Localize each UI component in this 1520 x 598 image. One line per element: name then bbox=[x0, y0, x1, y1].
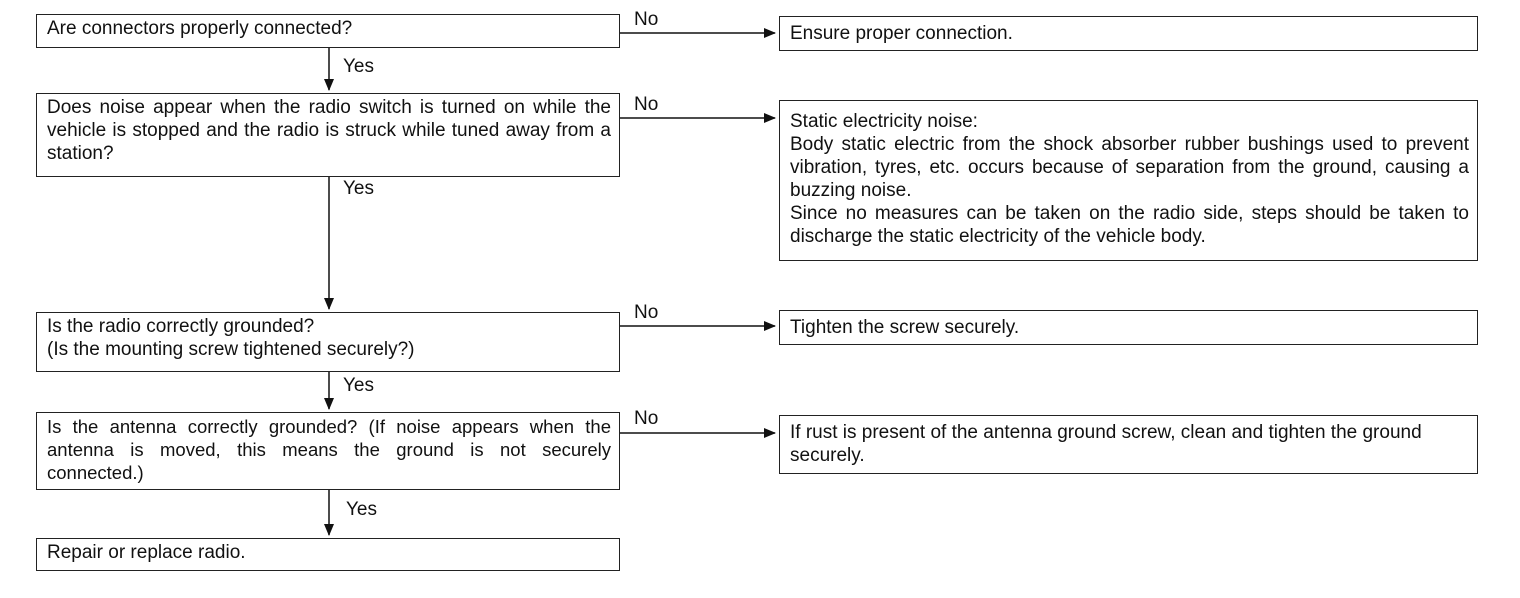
no-label-1: No bbox=[634, 9, 659, 30]
result-box-antenna-rust: If rust is present of the antenna ground… bbox=[779, 415, 1478, 474]
question-box-connectors: Are connectors properly connected? bbox=[36, 14, 620, 48]
yes-label-2: Yes bbox=[343, 178, 374, 199]
no-label-3: No bbox=[634, 302, 659, 323]
result-text-ensure-connection: Ensure proper connection. bbox=[790, 23, 1013, 44]
result-box-static-noise: Static electricity noise: Body static el… bbox=[779, 100, 1478, 261]
question-box-antenna-ground: Is the antenna correctly grounded? (If n… bbox=[36, 412, 620, 490]
question-text-connectors: Are connectors properly connected? bbox=[47, 18, 353, 39]
question-text-antenna-ground: Is the antenna correctly grounded? (If n… bbox=[47, 416, 611, 483]
no-label-4: No bbox=[634, 408, 659, 429]
result-text-static-noise-cause: Body static electric from the shock abso… bbox=[790, 134, 1469, 201]
result-box-ensure-connection: Ensure proper connection. bbox=[779, 16, 1478, 51]
result-text-static-noise-heading: Static electricity noise: bbox=[790, 111, 978, 132]
result-text-tighten-screw: Tighten the screw securely. bbox=[790, 317, 1020, 338]
result-text-antenna-rust: If rust is present of the antenna ground… bbox=[790, 422, 1422, 466]
yes-label-1: Yes bbox=[343, 56, 374, 77]
result-box-tighten-screw: Tighten the screw securely. bbox=[779, 310, 1478, 345]
yes-label-3: Yes bbox=[343, 375, 374, 396]
final-step-text: Repair or replace radio. bbox=[47, 542, 246, 563]
question-box-noise-test: Does noise appear when the radio switch … bbox=[36, 93, 620, 177]
question-text-noise-test: Does noise appear when the radio switch … bbox=[47, 97, 611, 164]
result-text-static-noise-remedy: Since no measures can be taken on the ra… bbox=[790, 203, 1469, 247]
question-box-radio-ground: Is the radio correctly grounded? (Is the… bbox=[36, 312, 620, 372]
no-label-2: No bbox=[634, 94, 659, 115]
question-text-radio-ground-line1: Is the radio correctly grounded? bbox=[47, 316, 315, 337]
final-step-box: Repair or replace radio. bbox=[36, 538, 620, 571]
question-text-radio-ground-line2: (Is the mounting screw tightened securel… bbox=[47, 339, 415, 360]
yes-label-4: Yes bbox=[346, 499, 377, 520]
